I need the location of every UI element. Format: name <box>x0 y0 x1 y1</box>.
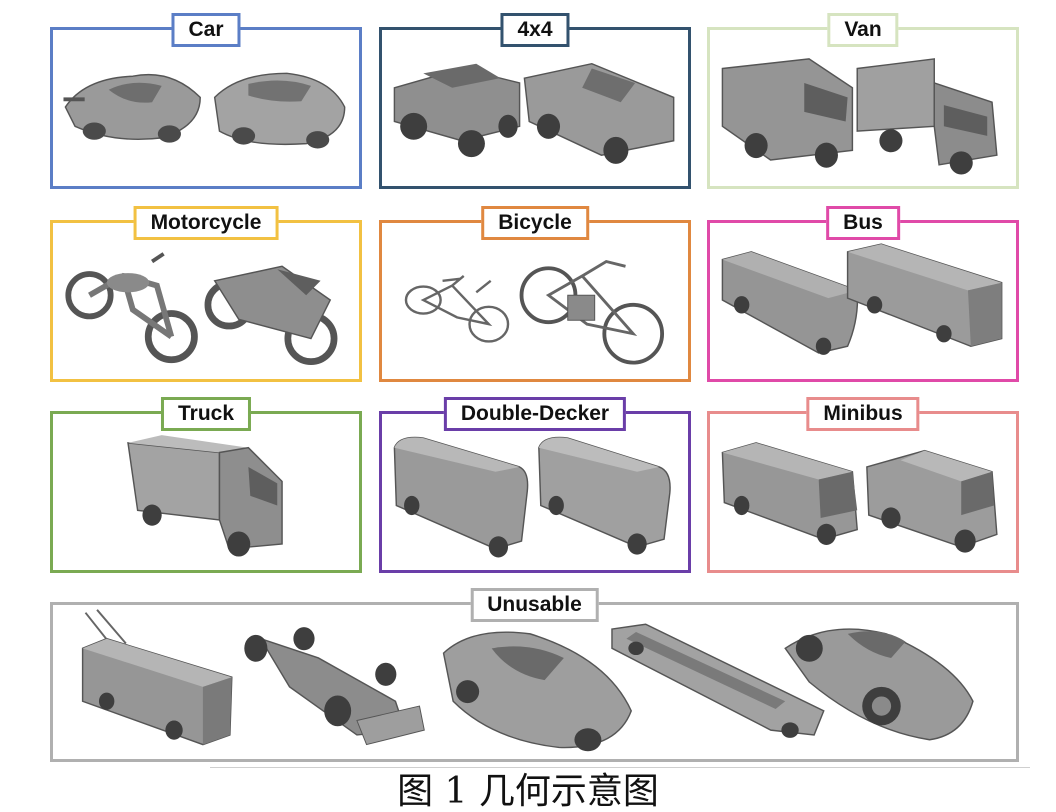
category-label-van: Van <box>827 13 899 47</box>
category-panel-truck: Truck <box>50 397 362 573</box>
coach-bus-icon <box>721 251 859 355</box>
category-label-motorcycle: Motorcycle <box>133 206 279 240</box>
vintage-bicycle-icon <box>519 259 665 365</box>
category-panel-double-decker: Double-Decker <box>379 397 691 573</box>
category-panel-van: Van <box>707 13 1019 189</box>
box-truck-icon <box>127 435 283 557</box>
category-panel-bus: Bus <box>707 206 1019 382</box>
box-van-icon <box>856 58 998 175</box>
category-panel-4x4: 4x4 <box>379 13 691 189</box>
sports-car-icon <box>63 73 201 143</box>
category-label-bus: Bus <box>826 206 900 240</box>
trolleybus-icon <box>81 609 233 746</box>
hummer-icon <box>393 63 521 158</box>
city-bus-icon <box>846 243 1003 348</box>
limousine-icon <box>611 623 825 738</box>
category-panel-car: Car <box>50 13 362 189</box>
category-panel-minibus: Minibus <box>707 397 1019 573</box>
camper-van-icon <box>866 449 998 553</box>
vintage-race-car-icon <box>784 628 974 741</box>
caption-rule <box>210 767 1030 768</box>
category-label-truck: Truck <box>160 397 252 431</box>
minibus-icon <box>721 442 858 545</box>
category-label-double-decker: Double-Decker <box>443 397 627 431</box>
category-panel-motorcycle: Motorcycle <box>50 206 362 382</box>
cruiser-motorcycle-icon <box>65 252 198 364</box>
category-label-minibus: Minibus <box>806 397 920 431</box>
double-decker-bus-icon <box>538 436 671 555</box>
category-label-unusable: Unusable <box>470 588 599 622</box>
sedan-icon <box>213 72 346 149</box>
category-label-4x4: 4x4 <box>500 13 570 47</box>
formula-car-icon <box>244 627 425 746</box>
figure-caption: 图 1 几何示意图 <box>397 771 659 812</box>
category-panel-bicycle: Bicycle <box>379 206 691 382</box>
category-label-bicycle: Bicycle <box>481 206 589 240</box>
supercar-icon <box>442 631 633 752</box>
van-icon <box>721 58 854 168</box>
sport-motorcycle-icon <box>204 265 338 366</box>
category-label-car: Car <box>171 13 241 47</box>
bmx-bicycle-icon <box>404 275 510 343</box>
double-decker-bus-icon <box>393 436 529 558</box>
category-panel-unusable: Unusable <box>50 588 1019 762</box>
pickup-truck-icon <box>523 62 675 164</box>
